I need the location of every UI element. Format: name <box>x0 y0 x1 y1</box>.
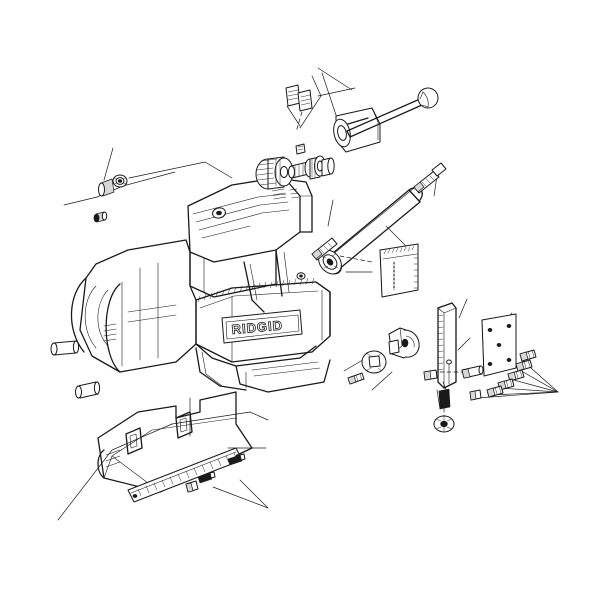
bearing-sleeve <box>333 107 381 153</box>
plug-and-washer-parts <box>93 174 128 223</box>
base-channel-assembly <box>97 391 253 503</box>
leader-lines <box>57 67 559 521</box>
clamp-yoke <box>388 327 420 359</box>
drive-gear-shaft-assembly <box>255 84 335 190</box>
roller-bolt-left <box>311 237 338 261</box>
roller-cylinder-assembly <box>311 162 447 275</box>
drive-gear <box>255 156 294 190</box>
adjust-wheel <box>433 415 455 433</box>
wheel-screw <box>423 369 438 381</box>
slotted-post <box>437 302 457 389</box>
post-pin <box>461 365 484 379</box>
mounting-plate-assembly <box>469 313 537 401</box>
nameplate-decal <box>379 243 419 298</box>
bracket-screw-left <box>347 372 365 385</box>
bottom-center-pin <box>185 480 199 493</box>
retainer-clips <box>285 84 313 133</box>
roller-bolt-right <box>413 162 447 194</box>
cutter-bracket-assembly <box>347 302 484 433</box>
bracket-boss <box>361 350 387 374</box>
left-shaft-stub <box>50 340 80 356</box>
handle-rod <box>346 87 439 138</box>
lower-left-pin <box>75 381 101 399</box>
main-housing-assembly: RIDGID <box>70 177 331 393</box>
scale-screws <box>197 453 246 484</box>
housing-nameplate: RIDGID <box>221 309 303 344</box>
plate-screws <box>469 349 537 401</box>
scale-strip <box>127 447 243 503</box>
brand-text: RIDGID <box>231 318 284 337</box>
